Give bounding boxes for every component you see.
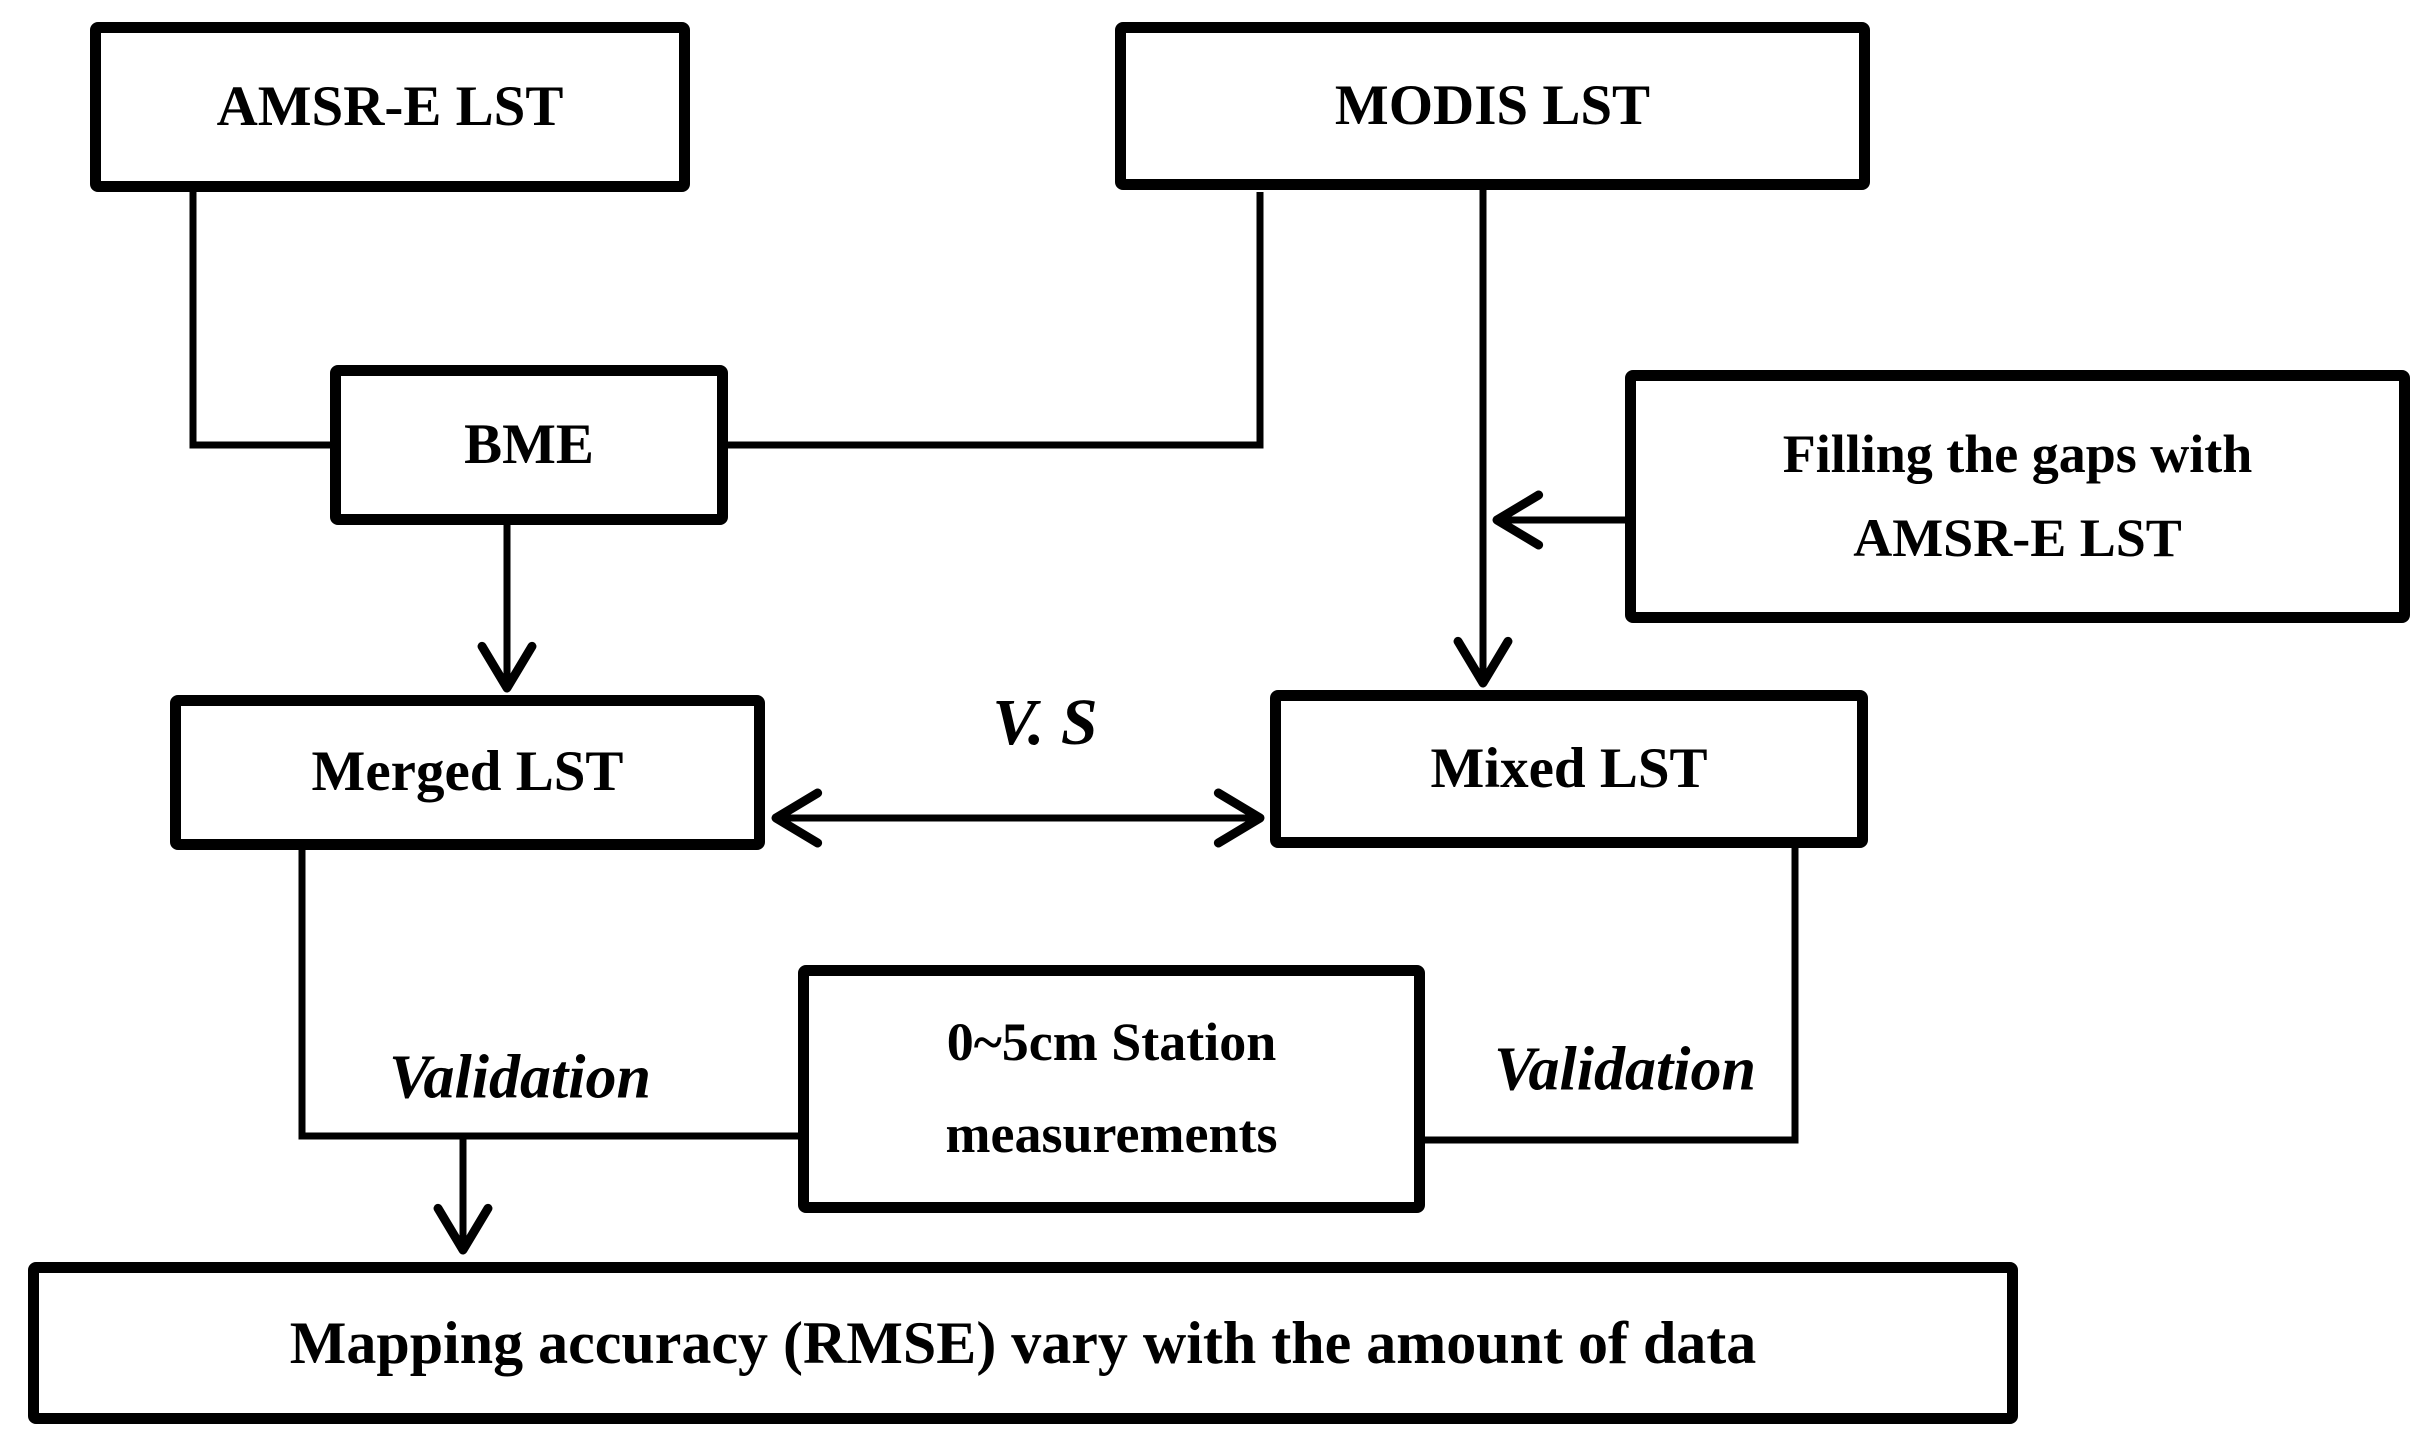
label-validation-left: Validation <box>389 1043 651 1112</box>
node-filling-gaps: Filling the gaps with AMSR-E LST <box>1625 370 2410 623</box>
node-bme: BME <box>330 365 728 525</box>
node-merged-lst-label: Merged LST <box>311 740 624 804</box>
node-mixed-lst: Mixed LST <box>1270 690 1868 848</box>
node-station-measurements-line2: measurements <box>945 1104 1278 1164</box>
edge-mixed-to-station <box>1425 846 1799 1144</box>
node-bme-label: BME <box>464 412 594 476</box>
node-mixed-lst-label: Mixed LST <box>1430 736 1708 800</box>
node-filling-gaps-line2: AMSR-E LST <box>1853 507 2182 568</box>
node-amsr-e-lst: AMSR-E LST <box>90 22 690 192</box>
label-validation-right: Validation <box>1494 1035 1756 1104</box>
node-modis-lst-label: MODIS LST <box>1334 73 1651 137</box>
node-modis-lst: MODIS LST <box>1115 22 1870 190</box>
edge-merged-to-station <box>298 848 798 1140</box>
label-versus: V. S <box>992 686 1098 759</box>
node-amsr-e-lst-label: AMSR-E LST <box>216 74 564 138</box>
node-mapping-accuracy-label: Mapping accuracy (RMSE) vary with the am… <box>289 1309 1757 1376</box>
edge-amsr-to-bme <box>189 190 330 449</box>
node-station-measurements: 0~5cm Station measurements <box>798 965 1425 1213</box>
node-mapping-accuracy: Mapping accuracy (RMSE) vary with the am… <box>28 1262 2018 1424</box>
edge-modis-to-bme <box>726 192 1264 449</box>
node-station-measurements-line1: 0~5cm Station <box>946 1012 1277 1073</box>
node-merged-lst: Merged LST <box>170 695 765 850</box>
node-filling-gaps-line1: Filling the gaps with <box>1782 423 2253 484</box>
